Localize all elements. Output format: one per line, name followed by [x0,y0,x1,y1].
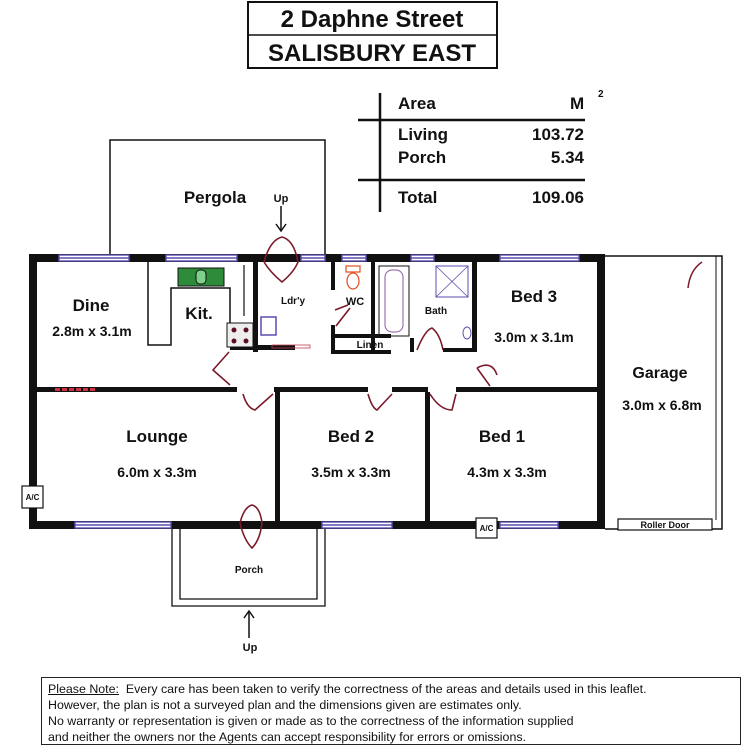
room-laundry-name: Ldr'y [281,296,305,307]
rear-door [263,236,299,284]
area-table: Area M 2 Living 103.72 Porch 5.34 Total … [358,89,604,212]
garage-outline: Roller Door [605,255,723,531]
note-line4: and neither the owners nor the Agents ca… [48,730,526,744]
area-unit-exp: 2 [598,89,604,100]
area-header: Area [398,94,436,113]
doors[interactable] [211,236,498,550]
note-line2: However, the plan is not a surveyed plan… [48,698,522,712]
bed2-door [367,393,393,411]
porch-outline [171,529,326,607]
room-bed1-size: 4.3m x 3.3m [467,464,546,480]
room-linen-name: Linen [357,340,384,351]
arrow-down-icon [275,206,287,233]
garage-door-swing [687,261,703,289]
area-total-label: Total [398,188,437,207]
bath-door [416,327,444,351]
roller-door [617,518,713,531]
pergola-label: Pergola [184,188,247,207]
note-line1: Every care has been taken to verify the … [125,682,647,696]
room-dine-name: Dine [73,296,110,315]
room-bed1-name: Bed 1 [479,427,525,446]
up-front-label: Up [243,642,258,654]
ac-bottom-label: A/C [480,524,494,533]
basin-icon [462,326,472,340]
room-wc-name: WC [346,296,364,308]
room-bed2-size: 3.5m x 3.3m [311,464,390,480]
toilet-icon [345,265,361,290]
shower-icon [435,265,469,298]
room-dine-size: 2.8m x 3.1m [52,323,131,339]
area-row-porch-value: 5.34 [551,148,585,167]
kitchen-bench [147,262,231,346]
ac-left-label: A/C [26,493,40,502]
room-lounge-name: Lounge [126,427,187,446]
room-kitchen-name: Kit. [185,304,212,323]
area-total-value: 109.06 [532,188,584,207]
area-row-living-label: Living [398,125,448,144]
note-line3: No warranty or representation is given o… [48,714,574,728]
room-garage-size: 3.0m x 6.8m [622,397,701,413]
title-suburb: SALISBURY EAST [268,40,476,67]
lounge-door [242,393,274,411]
area-row-living-value: 103.72 [532,125,584,144]
note-heading: Please Note: [48,682,119,696]
windows [58,254,580,529]
stove-icon [226,322,254,348]
bathtub [378,265,410,337]
room-bath-name: Bath [425,306,447,317]
room-bed2-name: Bed 2 [328,427,374,446]
bed3-door [476,364,498,387]
room-bed3-size: 3.0m x 3.1m [494,329,573,345]
front-door [239,504,263,550]
arrow-up-icon [243,609,255,638]
trough-icon [260,316,277,336]
kitchen-door [211,351,231,386]
wc-door [334,304,351,327]
pergola-outline [109,139,326,256]
room-garage-name: Garage [632,365,687,382]
up-rear-label: Up [274,193,289,205]
roller-door-label: Roller Door [640,520,690,530]
disclaimer-note: Please Note: Every care has been taken t… [41,677,741,745]
room-bed3-name: Bed 3 [511,287,557,306]
title-street: 2 Daphne Street [281,6,464,33]
room-lounge-size: 6.0m x 3.3m [117,464,196,480]
ac-unit-left [21,485,44,509]
area-row-porch-label: Porch [398,148,446,167]
area-unit: M [570,94,584,113]
ac-unit-bottom [475,517,498,539]
bed1-door [429,393,457,411]
porch-label: Porch [235,565,263,576]
